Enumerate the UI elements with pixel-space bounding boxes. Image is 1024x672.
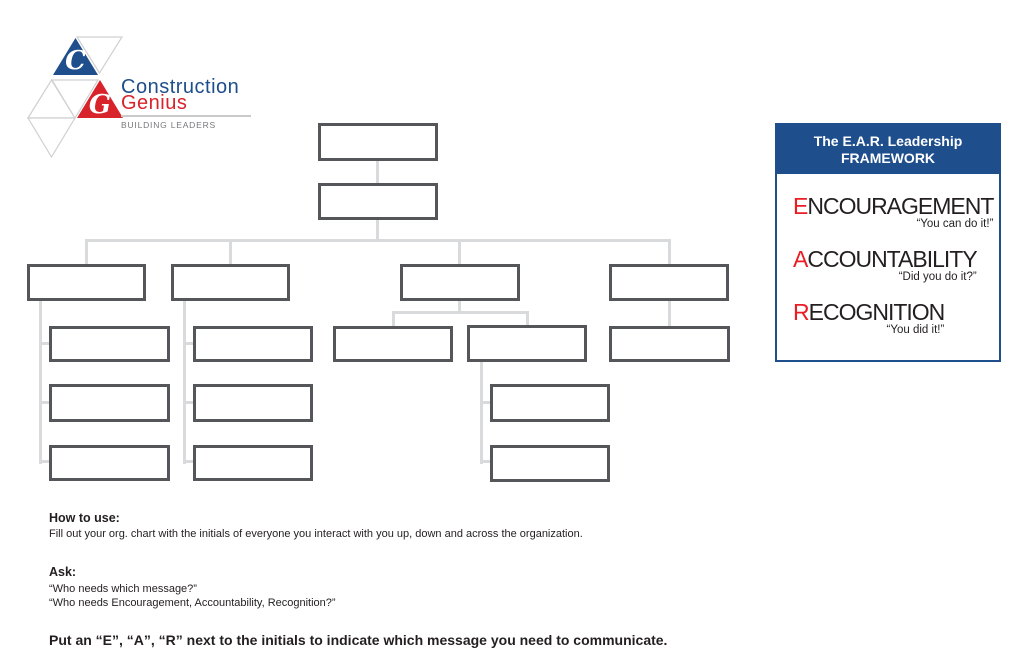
org-connector-line: [376, 160, 379, 183]
logo-wordmark: Construction Genius BUILDING LEADERS: [121, 76, 261, 130]
org-box-c-child-1[interactable]: [333, 326, 453, 362]
org-box-b-child-1[interactable]: [193, 326, 313, 362]
ear-word-rest: ECOGNITION: [808, 299, 946, 325]
org-connector-line: [39, 300, 42, 464]
footer-instruction: Put an “E”, “A”, “R” next to the initial…: [49, 632, 668, 648]
ask-question-2: “Who needs Encouragement, Accountability…: [49, 596, 336, 609]
how-to-use-body: Fill out your org. chart with the initia…: [49, 528, 583, 540]
ear-quote: “You can do it!”: [916, 218, 994, 230]
ask-question-1: “Who needs which message?”: [49, 583, 197, 595]
org-box-branch-d[interactable]: [609, 264, 729, 301]
ear-quote: “You did it!”: [886, 324, 945, 336]
org-box-branch-a[interactable]: [27, 264, 146, 301]
org-box-a-child-1[interactable]: [49, 326, 170, 362]
org-box-c-child-2[interactable]: [467, 325, 587, 362]
ear-panel-body: ENCOURAGEMENT “You can do it!” ACCOUNTAB…: [777, 174, 999, 337]
org-connector-line: [526, 311, 529, 327]
logo-letter-g: G: [89, 90, 111, 120]
org-connector-line: [229, 239, 232, 265]
org-connector-line: [392, 311, 529, 314]
ear-word: RECOGNITION: [793, 299, 946, 325]
org-box-top[interactable]: [318, 123, 438, 161]
ear-word-rest: CCOUNTABILITY: [807, 246, 977, 272]
logo-red-triangle-icon: [77, 80, 123, 118]
logo-letter-c: C: [65, 46, 86, 76]
org-connector-line: [39, 460, 51, 463]
ear-item-recognition: RECOGNITION “You did it!”: [793, 299, 946, 337]
org-connector-line: [85, 239, 671, 242]
org-connector-line: [39, 342, 51, 345]
ear-panel-title-line2: FRAMEWORK: [840, 150, 936, 166]
logo-outline-triangle-icon: [50, 79, 100, 120]
ear-panel-title: The E.A.R. Leadership FRAMEWORK: [777, 125, 999, 174]
org-box-c2-child-1[interactable]: [490, 384, 610, 422]
org-box-c2-child-2[interactable]: [490, 445, 610, 482]
org-connector-line: [480, 360, 483, 464]
ear-panel-title-line1: The E.A.R. Leadership: [813, 133, 963, 149]
org-connector-line: [39, 401, 51, 404]
ear-word: ACCOUNTABILITY: [793, 246, 978, 272]
how-to-use-title: How to use:: [49, 511, 120, 525]
ear-accent-letter: R: [793, 299, 810, 325]
ear-accent-letter: A: [793, 246, 808, 272]
instructions-section: How to use: Fill out your org. chart wit…: [49, 511, 769, 649]
org-connector-line: [458, 300, 461, 313]
construction-genius-logo-icon: C G: [26, 36, 124, 159]
org-box-a-child-3[interactable]: [49, 445, 170, 481]
org-box-b-child-2[interactable]: [193, 384, 313, 422]
ear-item-accountability: ACCOUNTABILITY “Did you do it?”: [793, 246, 978, 284]
logo-text-genius: Genius: [121, 92, 188, 114]
org-connector-line: [183, 300, 186, 464]
logo-outline-triangle-icon: [26, 117, 77, 159]
org-box-second[interactable]: [318, 183, 438, 220]
org-box-branch-b[interactable]: [171, 264, 290, 301]
logo-text-construction: Construction: [121, 76, 240, 98]
org-connector-line: [668, 239, 671, 265]
org-box-a-child-2[interactable]: [49, 384, 170, 422]
org-connector-line: [85, 239, 88, 265]
org-connector-line: [458, 239, 461, 265]
ear-accent-letter: E: [793, 193, 808, 219]
logo-blue-triangle-icon: [53, 38, 98, 75]
ear-framework-panel: The E.A.R. Leadership FRAMEWORK ENCOURAG…: [775, 123, 1001, 362]
logo-divider: [121, 115, 251, 117]
org-connector-line: [183, 460, 195, 463]
org-connector-line: [668, 300, 671, 327]
ear-word: ENCOURAGEMENT: [793, 193, 994, 219]
org-connector-line: [480, 460, 492, 463]
ear-quote: “Did you do it?”: [898, 271, 977, 283]
logo-tagline: BUILDING LEADERS: [121, 120, 216, 130]
ear-item-encouragement: ENCOURAGEMENT “You can do it!”: [793, 193, 994, 231]
org-connector-line: [376, 219, 379, 241]
org-connector-line: [183, 401, 195, 404]
logo-outline-triangle-icon: [75, 36, 124, 75]
org-connector-line: [183, 342, 195, 345]
ask-title: Ask:: [49, 565, 77, 579]
org-box-b-child-3[interactable]: [193, 445, 313, 481]
ear-word-rest: NCOURAGEMENT: [807, 193, 994, 219]
org-box-d-child-1[interactable]: [609, 326, 730, 362]
org-box-branch-c[interactable]: [400, 264, 520, 301]
org-connector-line: [480, 401, 492, 404]
org-connector-line: [392, 311, 395, 327]
